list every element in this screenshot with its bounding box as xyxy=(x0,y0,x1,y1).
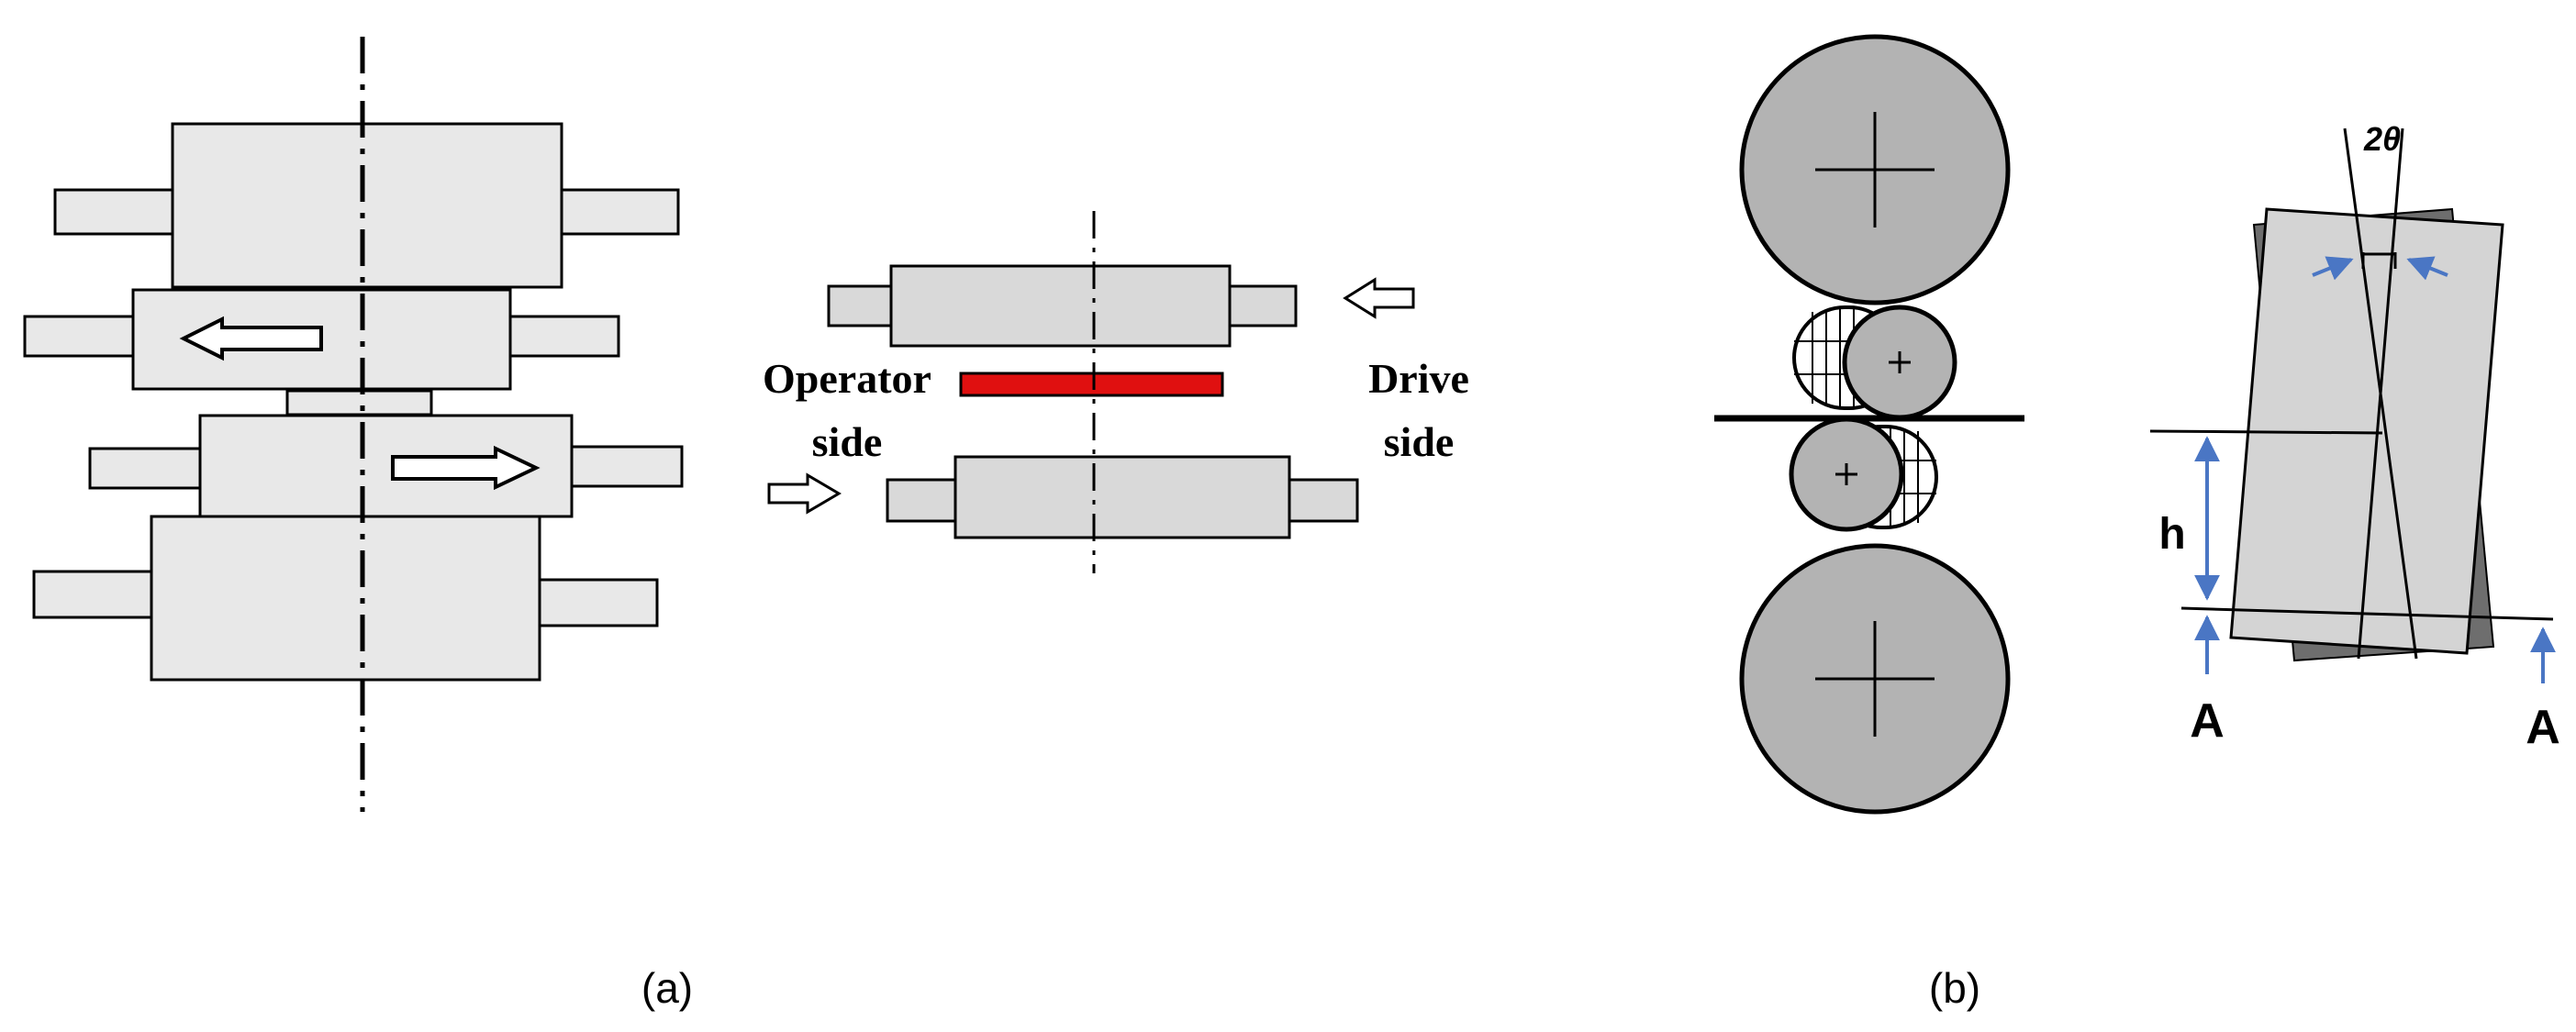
top-intermediate-roll-neck-left xyxy=(23,315,135,358)
upper-work-roll-neck-right xyxy=(1228,284,1298,327)
top-backup-roll-body xyxy=(171,122,563,289)
top-backup-roll-neck-left xyxy=(53,188,176,236)
drive-side-label-line2: side xyxy=(1384,418,1455,465)
operator-side-arrow-icon xyxy=(767,472,842,515)
gap-arrow-right-icon xyxy=(2406,256,2448,281)
top-intermediate-roll-neck-right xyxy=(508,315,620,358)
h-upper-reference-line xyxy=(2149,429,2383,435)
section-label-a-left: A xyxy=(2190,694,2225,748)
section-line-a-a xyxy=(2180,606,2554,621)
drive-side-arrow-icon xyxy=(1343,277,1415,319)
work-roll-pair: Operator side Drive side xyxy=(763,211,1469,573)
angle-label: 2θ xyxy=(2363,120,2401,158)
operator-side-label-line2: side xyxy=(812,418,883,465)
work-roll-gap-block xyxy=(285,389,433,416)
strip xyxy=(959,372,1224,397)
bottom-intermediate-roll-neck-left xyxy=(88,447,204,490)
upper-work-roll-body xyxy=(889,264,1232,348)
shift-right-arrow-icon xyxy=(391,445,541,491)
caption-a: (a) xyxy=(641,964,693,1012)
six-high-roll-stack xyxy=(23,37,684,812)
roll-crossing-schematic: 2θ h A A xyxy=(2149,120,2560,754)
operator-side-label-line1: Operator xyxy=(763,355,931,402)
lower-work-roll-body xyxy=(953,455,1291,539)
drive-side-label-line1: Drive xyxy=(1368,355,1469,402)
lower-work-roll-neck-right xyxy=(1288,478,1359,523)
bottom-intermediate-roll-neck-right xyxy=(570,445,684,488)
caption-b: (b) xyxy=(1929,964,1980,1012)
h-label: h xyxy=(2158,510,2185,559)
section-label-a-right: A xyxy=(2526,701,2560,754)
bottom-backup-roll-neck-left xyxy=(32,570,155,619)
rotated-roll xyxy=(2229,207,2504,655)
upper-work-roll-neck-left xyxy=(827,284,893,327)
lower-work-roll-neck-left xyxy=(886,478,957,523)
bottom-backup-roll-body xyxy=(150,515,541,682)
cross-line-2 xyxy=(2357,128,2404,660)
roll-cross-section xyxy=(1714,34,2024,815)
shift-left-arrow-icon xyxy=(179,316,323,361)
gap-arrow-left-icon xyxy=(2312,256,2354,281)
top-backup-roll-neck-right xyxy=(560,188,680,236)
bottom-backup-roll-neck-right xyxy=(538,578,659,627)
